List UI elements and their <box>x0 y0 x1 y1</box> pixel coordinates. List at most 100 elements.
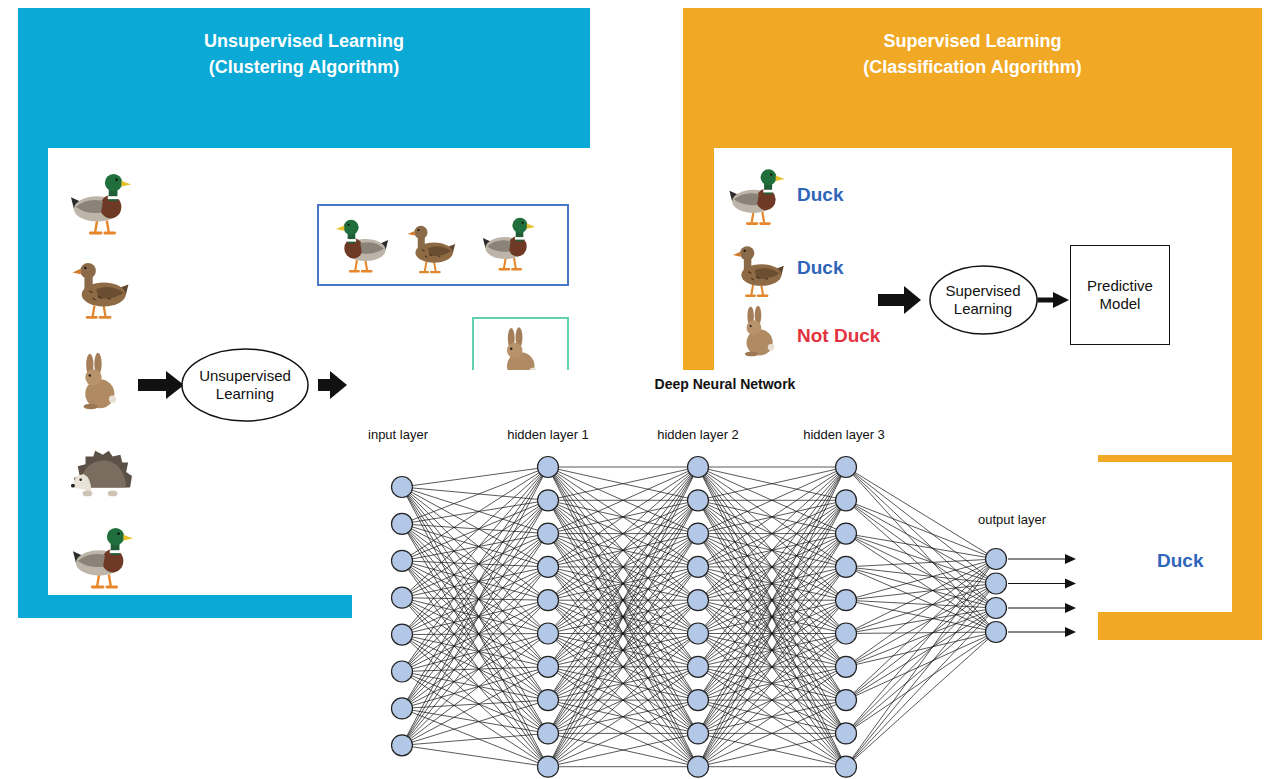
layer-label: input layer <box>368 427 428 443</box>
weight-line <box>548 467 698 567</box>
weight-line <box>698 467 846 567</box>
weight-line <box>402 467 548 524</box>
layer-label: output layer <box>978 512 1046 528</box>
weight-line <box>846 559 996 600</box>
weight-line <box>698 634 846 767</box>
neuron <box>986 598 1007 619</box>
weight-line <box>698 733 846 766</box>
model-label: Predictive Model <box>1077 277 1163 313</box>
process-label: Supervised Learning <box>937 282 1029 318</box>
class-label: Duck <box>797 183 843 206</box>
weight-line <box>402 467 548 598</box>
neuron <box>538 723 559 744</box>
duck-picture <box>336 220 388 271</box>
weight-line <box>402 467 548 745</box>
weight-line <box>548 766 698 767</box>
weight-line <box>698 467 846 634</box>
weight-line <box>698 467 846 534</box>
neuron <box>836 723 857 744</box>
weight-line <box>402 634 548 635</box>
weight-line <box>548 733 698 766</box>
weight-line <box>846 632 996 733</box>
weight-line <box>698 467 846 534</box>
output-arrow-line <box>1008 559 1066 632</box>
weight-line <box>548 467 698 634</box>
weight-line <box>402 534 548 746</box>
weight-line <box>846 500 996 632</box>
weight-line <box>548 700 698 767</box>
neuron <box>688 623 709 644</box>
weight-line <box>402 500 548 671</box>
weight-line <box>698 467 846 700</box>
weight-line <box>548 467 698 700</box>
neuron <box>836 490 857 511</box>
neuron <box>688 556 709 577</box>
class-label: Duck <box>797 256 843 279</box>
weight-line <box>846 500 996 608</box>
weight-line <box>402 500 548 745</box>
weight-line <box>548 467 698 534</box>
weight-line <box>402 708 548 766</box>
weight-line <box>402 600 548 745</box>
weight-line <box>402 534 548 709</box>
weight-line <box>548 467 698 534</box>
weight-line <box>402 500 548 634</box>
weight-line <box>846 584 996 601</box>
output-arrow-head <box>1065 554 1076 637</box>
weight-line <box>548 534 698 767</box>
weight-line <box>846 632 996 767</box>
weight-line <box>548 467 698 700</box>
neuron <box>688 590 709 611</box>
neuron <box>538 690 559 711</box>
g-shape <box>392 457 1077 778</box>
weight-line <box>548 467 698 733</box>
figure-title: Deep Neural Network <box>352 370 1098 393</box>
weight-line <box>402 561 548 600</box>
neuron <box>392 513 413 534</box>
weight-line <box>402 567 548 745</box>
weight-line <box>846 559 996 700</box>
neurons <box>392 457 1007 778</box>
neuron <box>836 523 857 544</box>
weight-line <box>402 561 548 700</box>
neuron <box>986 573 1007 594</box>
neuron <box>688 723 709 744</box>
neuron <box>392 587 413 608</box>
weight-line <box>698 467 846 600</box>
weight-line <box>846 534 996 632</box>
weight-line <box>402 524 548 734</box>
neuron <box>986 549 1007 570</box>
weight-line <box>402 745 548 766</box>
cluster-box <box>318 205 568 285</box>
weight-line <box>698 634 846 767</box>
weight-line <box>846 467 996 632</box>
panel-title: Unsupervised Learning (Clustering Algori… <box>164 28 444 80</box>
weight-line <box>846 584 996 767</box>
label-anchor: hidden layer 1 <box>507 427 589 443</box>
neuron <box>392 661 413 682</box>
weight-line <box>402 467 548 708</box>
weight-line <box>698 500 846 766</box>
weight-line <box>698 534 846 767</box>
process-oval: Supervised Learning <box>929 265 1038 335</box>
weight-line <box>402 487 548 767</box>
weight-line <box>846 567 996 608</box>
weight-line <box>698 600 846 767</box>
weight-line <box>698 733 846 766</box>
neuron <box>538 490 559 511</box>
weight-line <box>846 584 996 734</box>
weight-line <box>548 467 698 767</box>
neuron <box>538 523 559 544</box>
output-arrows <box>1008 554 1076 637</box>
label-anchor: Duck <box>797 256 843 279</box>
weight-line <box>402 598 548 634</box>
label-anchor: hidden layer 2 <box>657 427 739 443</box>
weight-line <box>402 487 548 600</box>
neuron <box>688 656 709 677</box>
weight-line <box>402 634 548 746</box>
weight-line <box>548 567 698 767</box>
weight-line <box>402 600 548 671</box>
weight-line <box>846 608 996 700</box>
panel-title: Supervised Learning (Classification Algo… <box>833 28 1113 80</box>
weight-line <box>548 467 698 733</box>
